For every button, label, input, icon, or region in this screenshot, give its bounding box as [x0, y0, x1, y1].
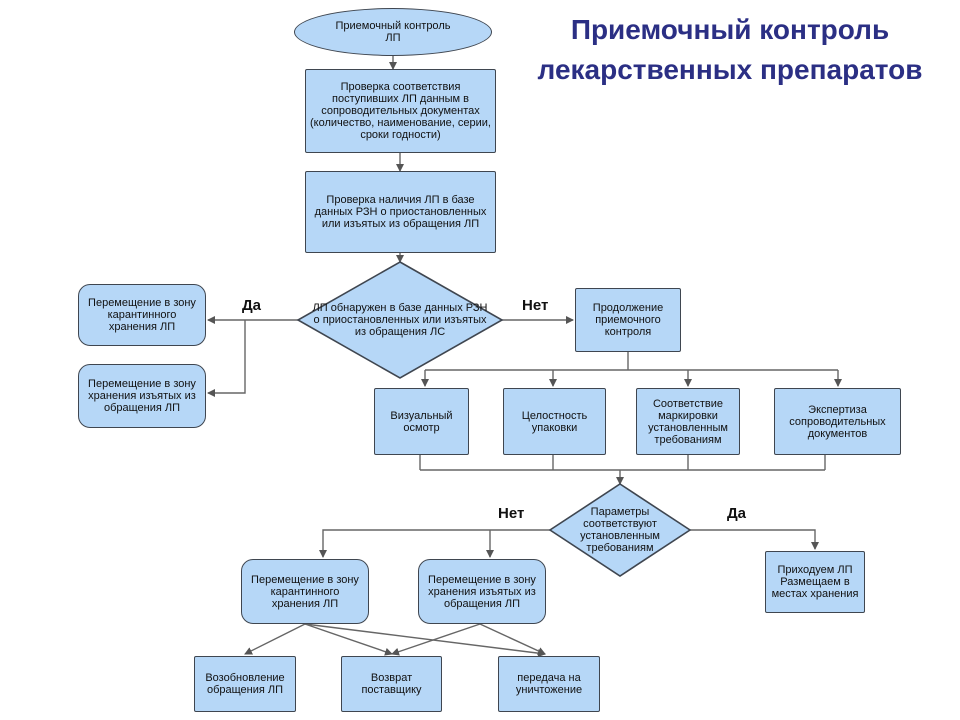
branch-label-yes-1: Да: [242, 297, 262, 314]
package-integrity-box: Целостность упаковки: [503, 388, 606, 455]
continue-control-box: Продолжение приемочного контроля: [575, 288, 681, 352]
destroy-box: передача на уничтожение: [498, 656, 600, 712]
move-withdrawn-1-box: Перемещение в зону хранения изъятых из о…: [78, 364, 206, 428]
marking-compliance-label: Соответствие маркировки установленным тр…: [648, 397, 728, 446]
edge-yes-to-withdrawn: [207, 320, 246, 397]
visual-inspection-label: Визуальный осмотр: [390, 409, 453, 434]
marking-compliance-box: Соответствие маркировки установленным тр…: [636, 388, 740, 455]
edge-q2-to-destroy: [304, 623, 546, 658]
resume-circulation-label: Возобновление обращения ЛП: [205, 672, 285, 696]
edge-w2-to-return: [391, 623, 481, 656]
title-line-2: лекарственных препаратов: [537, 54, 923, 85]
documents-expertise-label: Экспертиза сопроводительных документов: [789, 403, 886, 440]
edge-params-no: [319, 529, 552, 558]
package-integrity-label: Целостность упаковки: [521, 409, 588, 434]
documents-expertise-box: Экспертиза сопроводительных документов: [774, 388, 901, 455]
start-terminator: Приемочный контроль ЛП: [294, 8, 492, 56]
check-documents-label: Проверка соответствия поступивших ЛП дан…: [310, 81, 491, 141]
decision-db-label: ЛП обнаружен в базе данных РЗН о приоста…: [312, 302, 488, 338]
edge-params-yes: [690, 529, 819, 550]
accept-box: Приходуем ЛП Размещаем в местах хранения: [765, 551, 865, 613]
check-database-label: Проверка наличия ЛП в базе данных РЗН о …: [314, 194, 487, 230]
start-label: Приемочный контроль ЛП: [335, 20, 451, 44]
branch-label-no-2: Нет: [498, 505, 525, 522]
return-supplier-label: Возврат поставщику: [361, 672, 422, 696]
edge-q2-to-resume: [244, 623, 306, 655]
move-withdrawn-2-box: Перемещение в зону хранения изъятых из о…: [418, 559, 546, 624]
check-documents-box: Проверка соответствия поступивших ЛП дан…: [305, 69, 496, 153]
move-quarantine-1-box: Перемещение в зону карантинного хранения…: [78, 284, 206, 346]
resume-circulation-box: Возобновление обращения ЛП: [194, 656, 296, 712]
destroy-label: передача на уничтожение: [515, 672, 583, 696]
branch-label-yes-2: Да: [727, 505, 747, 522]
continue-control-label: Продолжение приемочного контроля: [592, 302, 664, 338]
move-quarantine-2-box: Перемещение в зону карантинного хранения…: [241, 559, 369, 624]
decision-params-label: Параметры соответствуют установленным тр…: [580, 506, 660, 554]
move-withdrawn-2-label: Перемещение в зону хранения изъятых из о…: [428, 573, 536, 610]
title-line-1: Приемочный контроль: [570, 14, 890, 45]
edge-q2-to-return: [304, 623, 393, 656]
branch-label-no-1: Нет: [522, 297, 549, 314]
accept-label: Приходуем ЛП Размещаем в местах хранения: [771, 564, 859, 600]
decision-params-diamond: [548, 483, 692, 577]
visual-inspection-box: Визуальный осмотр: [374, 388, 469, 455]
check-database-box: Проверка наличия ЛП в базе данных РЗН о …: [305, 171, 496, 253]
move-quarantine-1-label: Перемещение в зону карантинного хранения…: [88, 297, 196, 333]
return-supplier-box: Возврат поставщику: [341, 656, 442, 712]
decision-db-diamond: [296, 261, 504, 379]
edge-w2-to-destroy: [479, 623, 546, 655]
move-withdrawn-1-label: Перемещение в зону хранения изъятых из о…: [88, 378, 196, 414]
page-title: Приемочный контроль лекарственных препар…: [510, 10, 950, 90]
move-quarantine-2-label: Перемещение в зону карантинного хранения…: [251, 573, 359, 610]
